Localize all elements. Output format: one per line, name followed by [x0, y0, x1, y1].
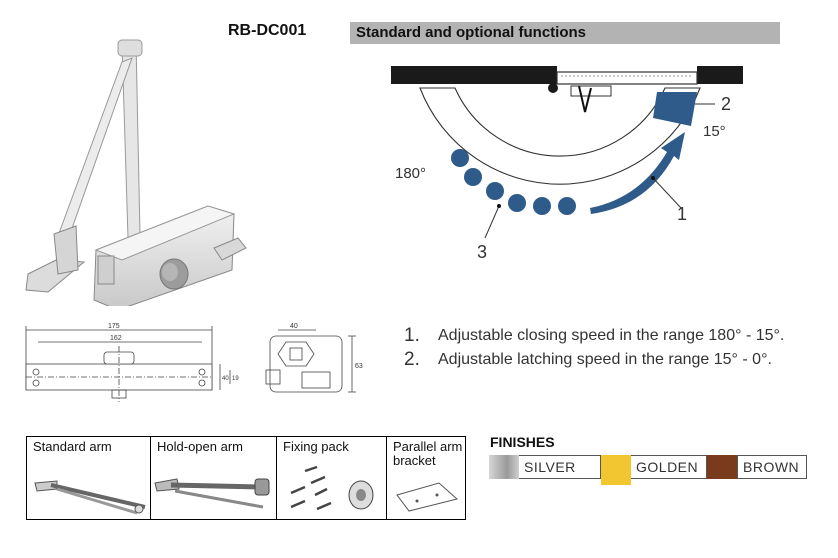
silver-label: SILVER: [519, 455, 601, 479]
dim-175: 175: [108, 323, 120, 330]
function-diagram: 180° 15° 1 2 3: [391, 66, 743, 262]
door-frame-left: [391, 66, 557, 84]
door-leaf: [556, 71, 698, 85]
accessory-label: Hold-open arm: [157, 439, 243, 454]
accessory-parallel-arm-bracket: Parallel arm bracket: [387, 437, 465, 519]
hinge-point: [548, 83, 558, 93]
accessory-fixing-pack: Fixing pack: [277, 437, 387, 519]
golden-swatch: [601, 455, 631, 485]
dim-40: 40: [222, 376, 229, 382]
golden-label: GOLDEN: [631, 455, 707, 479]
function-number: 2.: [404, 349, 420, 370]
accessories-table: Standard arm Hold-open arm Fixing pack: [26, 436, 466, 520]
accessory-hold-open-arm: Hold-open arm: [151, 437, 277, 519]
dim-19: 19: [232, 376, 239, 382]
function-text: Adjustable closing speed in the range 18…: [438, 327, 785, 344]
function-list: 1. Adjustable closing speed in the range…: [404, 326, 834, 374]
function-item-2: 2. Adjustable latching speed in the rang…: [404, 350, 834, 370]
zone-2-label: 2: [721, 94, 731, 114]
latch-zone: [653, 92, 697, 126]
parallel-arm-bracket-icon: [396, 482, 459, 512]
silver-swatch: [489, 455, 519, 479]
angle-15-label: 15°: [703, 123, 726, 140]
zone-3-label: 3: [477, 242, 487, 262]
fixing-pack-icon: [290, 465, 374, 511]
accessory-label: Standard arm: [33, 439, 112, 454]
function-text: Adjustable latching speed in the range 1…: [438, 351, 772, 368]
accessory-label: Fixing pack: [283, 439, 349, 454]
closing-dots: [451, 149, 576, 215]
function-item-1: 1. Adjustable closing speed in the range…: [404, 326, 834, 346]
product-code: RB-DC001: [228, 22, 307, 39]
closing-arrow: [590, 132, 685, 214]
door-frame-right: [697, 66, 743, 84]
dim-63: 63: [355, 363, 363, 370]
zone-1-label: 1: [677, 204, 687, 224]
angle-180-label: 180°: [395, 165, 426, 182]
front-dimension-drawing: 175 162 40 19: [25, 323, 239, 402]
hold-open-arm-icon: [154, 478, 270, 509]
standard-arm-icon: [34, 480, 146, 515]
side-dimension-drawing: 40 63: [265, 323, 363, 393]
accessory-label: Parallel arm bracket: [393, 439, 463, 468]
door-closer-photo: [25, 39, 247, 306]
finishes-title: FINISHES: [490, 434, 555, 450]
dim-side-40: 40: [290, 323, 298, 330]
brown-label: BROWN: [737, 455, 807, 479]
finishes-row: SILVER GOLDEN BROWN: [489, 455, 807, 485]
function-number: 1.: [404, 325, 420, 346]
brown-swatch: [707, 455, 737, 479]
functions-header: Standard and optional functions: [350, 22, 780, 44]
dim-162: 162: [110, 335, 122, 342]
swing-arc: [419, 87, 701, 185]
accessory-standard-arm: Standard arm: [27, 437, 151, 519]
